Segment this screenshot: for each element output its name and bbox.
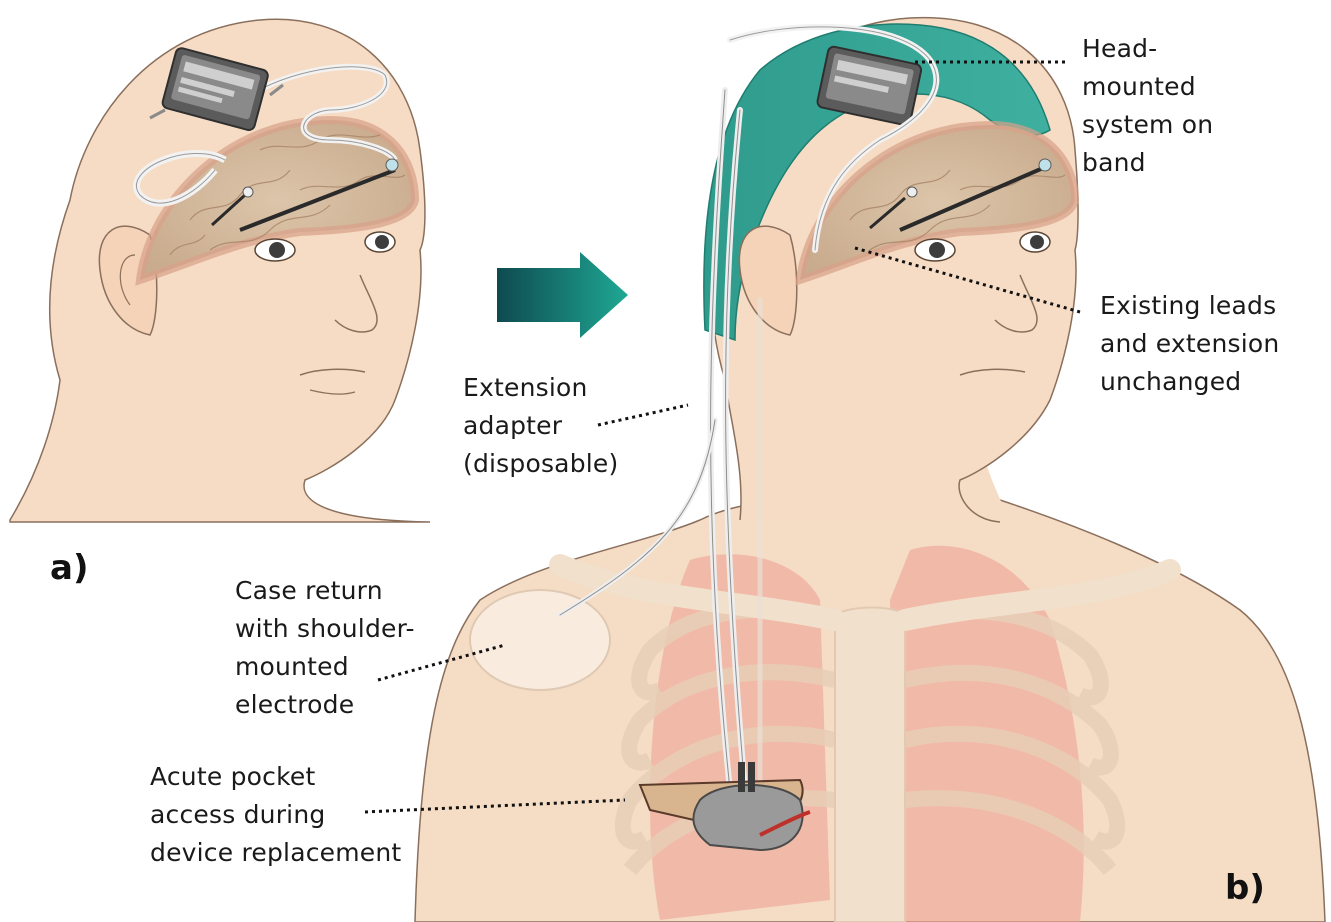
label-line: band (1082, 144, 1213, 182)
label-line: access during (150, 796, 401, 834)
label-extension-adapter: Extension adapter (disposable) (463, 369, 618, 483)
label-line: unchanged (1100, 363, 1279, 401)
label-line: device replacement (150, 834, 401, 872)
sternum (835, 608, 905, 922)
label-line: electrode (235, 686, 415, 724)
panel-label-a: a) (50, 548, 88, 588)
panel-label-b: b) (1225, 868, 1265, 908)
label-line: mounted (1082, 68, 1213, 106)
label-line: with shoulder- (235, 610, 415, 648)
label-existing-leads: Existing leads and extension unchanged (1100, 287, 1279, 401)
label-pocket-access: Acute pocket access during device replac… (150, 758, 401, 872)
label-line: and extension (1100, 325, 1279, 363)
label-line: (disposable) (463, 445, 618, 483)
right-arrow-icon (497, 252, 628, 338)
label-head-mounted-system: Head- mounted system on band (1082, 30, 1213, 182)
label-line: Acute pocket (150, 758, 401, 796)
label-line: Case return (235, 572, 415, 610)
label-line: adapter (463, 407, 618, 445)
label-case-return: Case return with shoulder- mounted elect… (235, 572, 415, 724)
label-line: Head- (1082, 30, 1213, 68)
label-line: Existing leads (1100, 287, 1279, 325)
label-line: Extension (463, 369, 618, 407)
label-line: mounted (235, 648, 415, 686)
shoulder-electrode (470, 590, 610, 690)
head-a (10, 19, 430, 522)
label-line: system on (1082, 106, 1213, 144)
